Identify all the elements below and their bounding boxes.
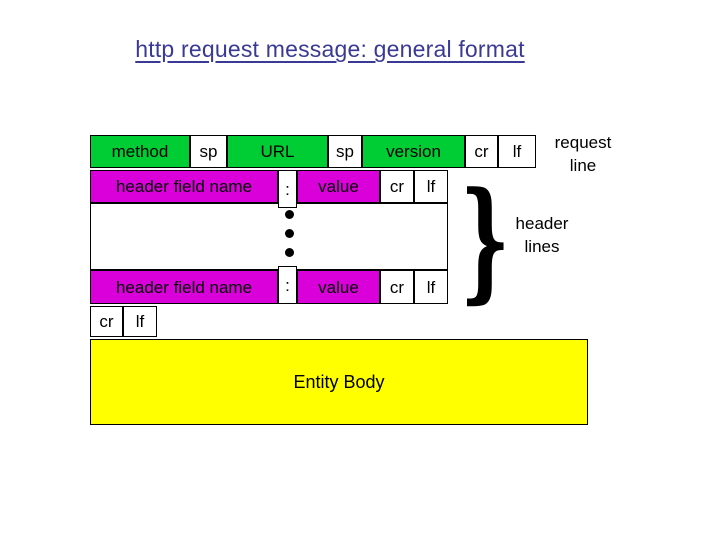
header-lines-annotation: header lines (500, 212, 584, 258)
request-line-annotation-word1: request (554, 133, 612, 152)
cell-sp: sp (328, 135, 362, 168)
cell-cr: cr (380, 270, 414, 304)
cell-cr: cr (380, 170, 414, 203)
cell-cr: cr (90, 306, 123, 337)
curly-brace: } (459, 163, 511, 316)
cell-colon: : (278, 266, 297, 304)
cell-sp: sp (190, 135, 227, 168)
cell-value: value (297, 170, 380, 203)
vertical-ellipsis-dot (285, 229, 294, 238)
cell-header-field-name: header field name (90, 170, 278, 203)
cell-lf: lf (414, 270, 448, 304)
vertical-ellipsis-dot (285, 210, 294, 219)
cell-cr: cr (465, 135, 498, 168)
entity-body-box: Entity Body (90, 339, 588, 425)
cell-lf: lf (414, 170, 448, 203)
vertical-ellipsis-dot (285, 248, 294, 257)
cell-method: method (90, 135, 190, 168)
cell-colon: : (278, 170, 297, 208)
request-line-annotation-word2: line (569, 156, 597, 175)
cell-lf: lf (123, 306, 157, 337)
cell-header-field-name: header field name (90, 270, 278, 304)
cell-value: value (297, 270, 380, 304)
header-lines-annotation-word2: lines (524, 237, 560, 256)
request-line-annotation: request line (537, 131, 629, 177)
cell-lf: lf (498, 135, 536, 168)
cell-url: URL (227, 135, 328, 168)
page-title: http request message: general format (135, 36, 525, 62)
header-lines-ellipsis-box (90, 203, 448, 270)
cell-version: version (362, 135, 465, 168)
header-lines-annotation-word1: header (515, 214, 569, 233)
